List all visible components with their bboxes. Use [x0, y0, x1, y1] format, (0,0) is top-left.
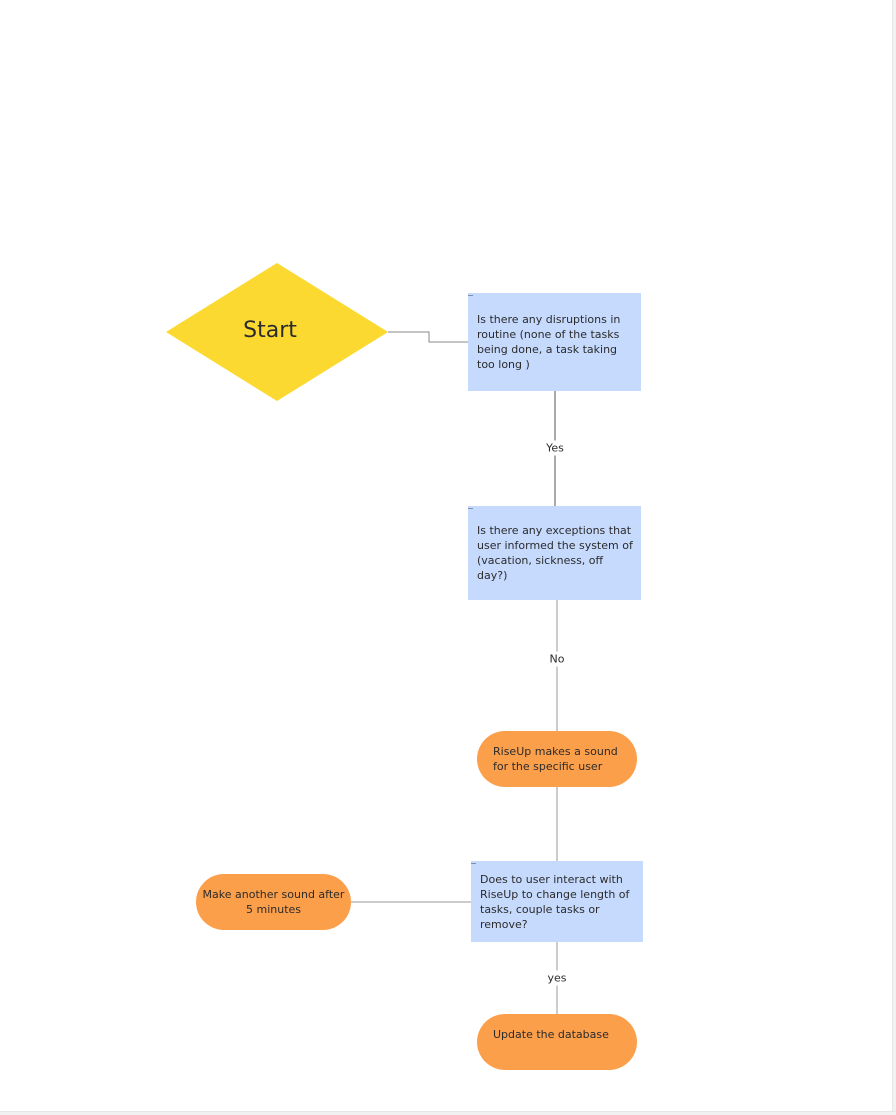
canvas-right-border [892, 0, 896, 1115]
disruptions-question-box[interactable]: Is there any disruptions in routine (non… [468, 293, 641, 391]
disruptions-question-text: Is there any disruptions in routine (non… [477, 313, 621, 371]
edge-label-no: No [547, 651, 567, 667]
interact-question-box[interactable]: Does to user interact with RiseUp to cha… [471, 861, 643, 942]
make-sound-text: RiseUp makes a sound for the specific us… [493, 745, 618, 773]
update-database-text: Update the database [493, 1028, 609, 1041]
connector-start-to-disruptions [388, 331, 468, 343]
another-sound-text: Make another sound after 5 minutes [202, 888, 345, 916]
interact-question-text: Does to user interact with RiseUp to cha… [480, 872, 630, 931]
update-database-terminal[interactable]: Update the database [477, 1014, 637, 1070]
canvas-bottom-border [0, 1111, 896, 1115]
start-label: Start [243, 318, 297, 343]
exceptions-question-box[interactable]: Is there any exceptions that user inform… [468, 506, 641, 600]
corner-marker [468, 508, 473, 509]
edge-label-yes: Yes [544, 440, 566, 456]
exceptions-question-text: Is there any exceptions that user inform… [477, 524, 633, 582]
corner-marker [468, 295, 473, 296]
make-sound-terminal[interactable]: RiseUp makes a sound for the specific us… [477, 731, 637, 787]
edge-label-yes-lower: yes [545, 970, 569, 986]
corner-marker [471, 863, 476, 864]
another-sound-terminal[interactable]: Make another sound after 5 minutes [196, 874, 351, 930]
start-diamond[interactable] [166, 263, 388, 401]
